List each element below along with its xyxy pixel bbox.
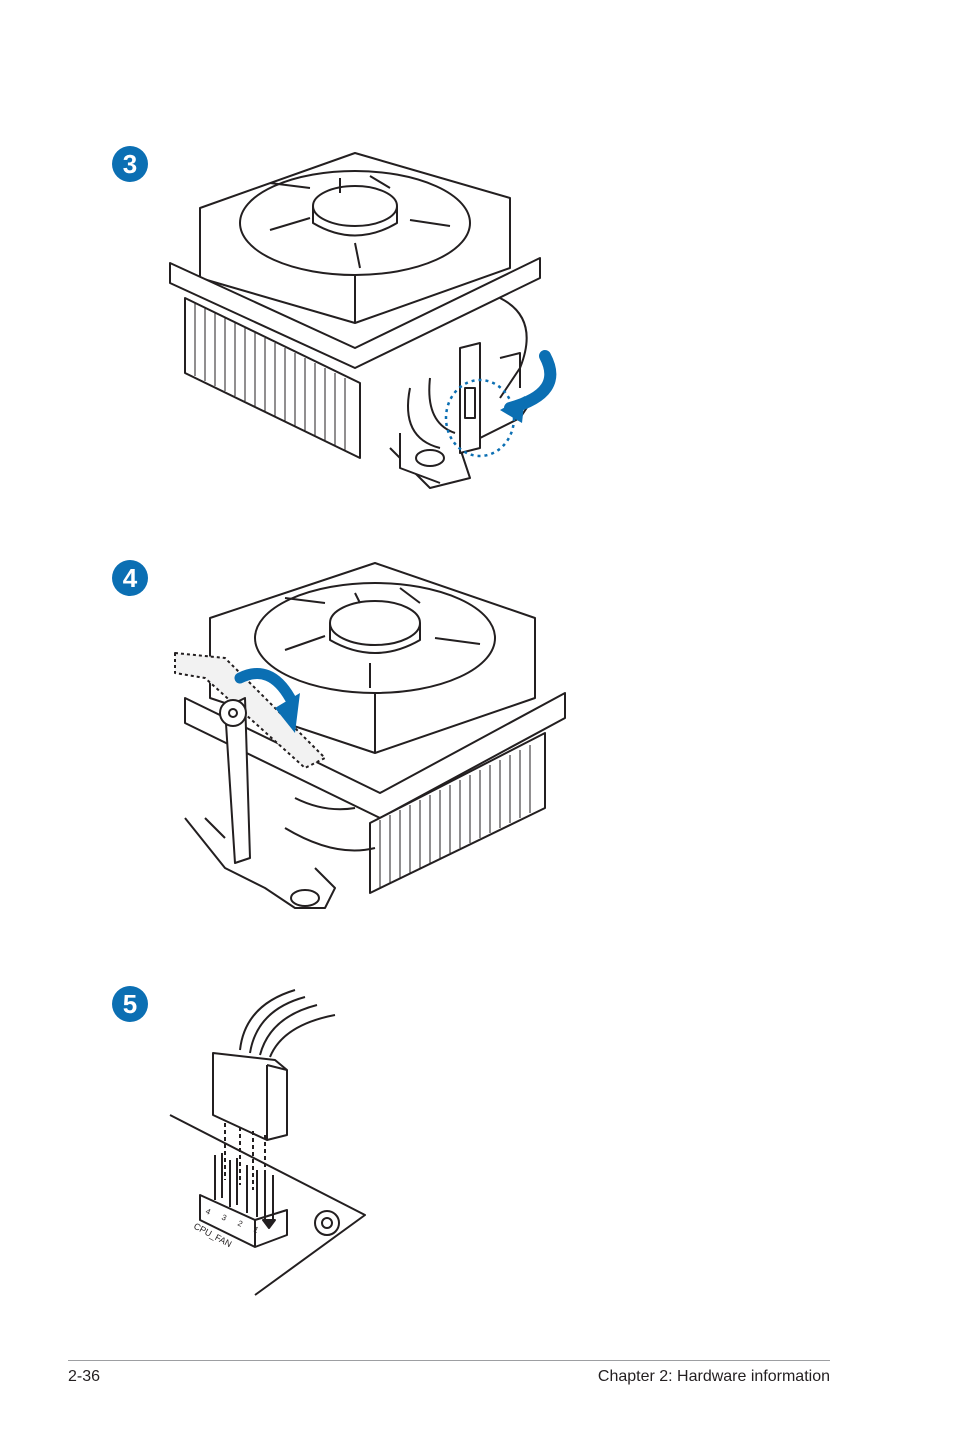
step-5-badge: 5 [112,986,148,1022]
step-5-cpu-fan-connector-illustration: 4 3 2 1 CPU_FAN [165,985,385,1305]
step-4-badge: 4 [112,560,148,596]
step-4-heatsink-illustration [165,558,575,938]
chapter-title: Chapter 2: Hardware information [598,1368,830,1386]
page-number: 2-36 [68,1368,100,1386]
step-3-heatsink-illustration [160,148,580,508]
step-3-badge: 3 [112,146,148,182]
footer-divider [68,1360,830,1361]
